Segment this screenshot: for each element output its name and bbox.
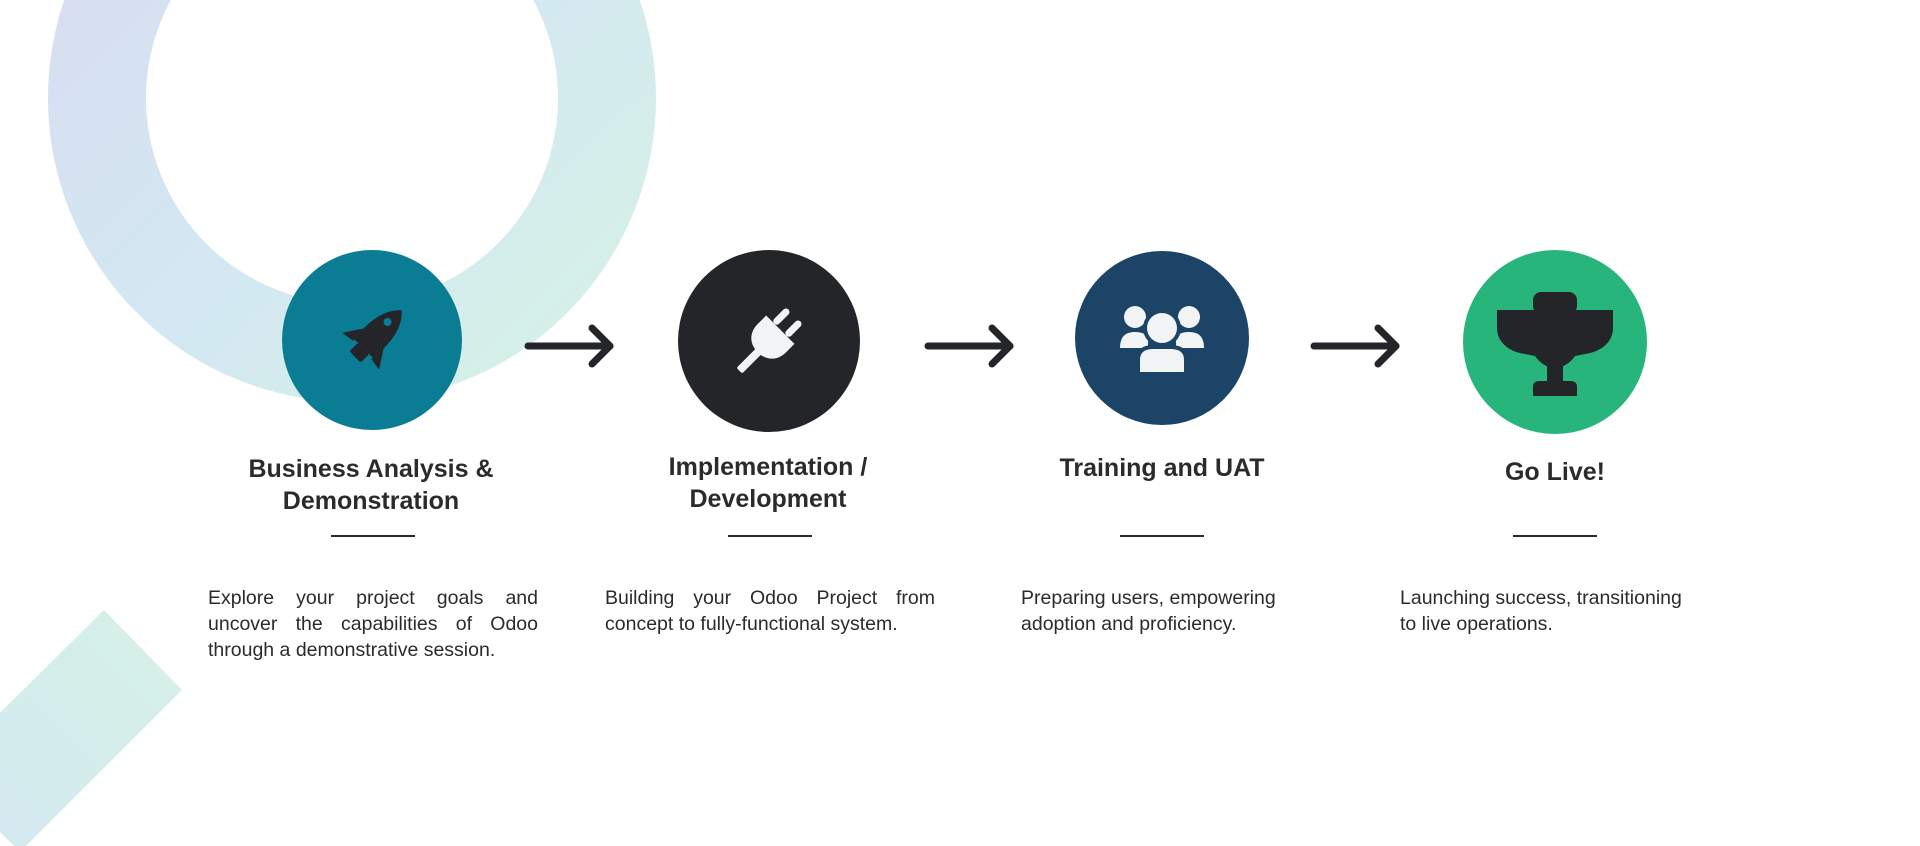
step-2-divider [728, 535, 812, 537]
step-2-description: Building your Odoo Project from concept … [605, 587, 935, 635]
step-1-title: Business Analysis & Demonstration [248, 455, 494, 515]
step-2-circle [678, 250, 860, 432]
step-1-description: Explore your project goals and uncover t… [208, 587, 538, 661]
step-business-analysis: Business Analysis & Demonstration Explor… [191, 0, 551, 846]
step-training: Training and UAT Preparing users, empowe… [982, 0, 1342, 846]
arrow-right-icon [1310, 324, 1400, 368]
step-4-description: Launching success, transitioning to live… [1400, 587, 1682, 635]
step-3-title: Training and UAT [1059, 454, 1265, 482]
plug-icon [737, 308, 802, 373]
step-4-divider [1513, 535, 1597, 537]
step-4-circle [1463, 250, 1647, 434]
step-1-divider [331, 535, 415, 537]
step-3-circle [1075, 251, 1249, 425]
decorative-bar [0, 610, 182, 846]
trophy-icon [1497, 292, 1613, 396]
step-3-description: Preparing users, empowering adoption and… [1021, 587, 1276, 635]
arrow-right-icon [524, 324, 614, 368]
step-implementation: Implementation / Development Building yo… [588, 0, 948, 846]
step-3-divider [1120, 535, 1204, 537]
step-2-title: Implementation / Development [668, 453, 868, 513]
users-icon [1120, 306, 1204, 374]
step-go-live: Go Live! Launching success, transitionin… [1373, 0, 1733, 846]
arrow-right-icon [924, 324, 1014, 368]
step-4-title: Go Live! [1504, 458, 1605, 486]
step-1-circle [282, 250, 462, 430]
rocket-icon [342, 310, 402, 370]
